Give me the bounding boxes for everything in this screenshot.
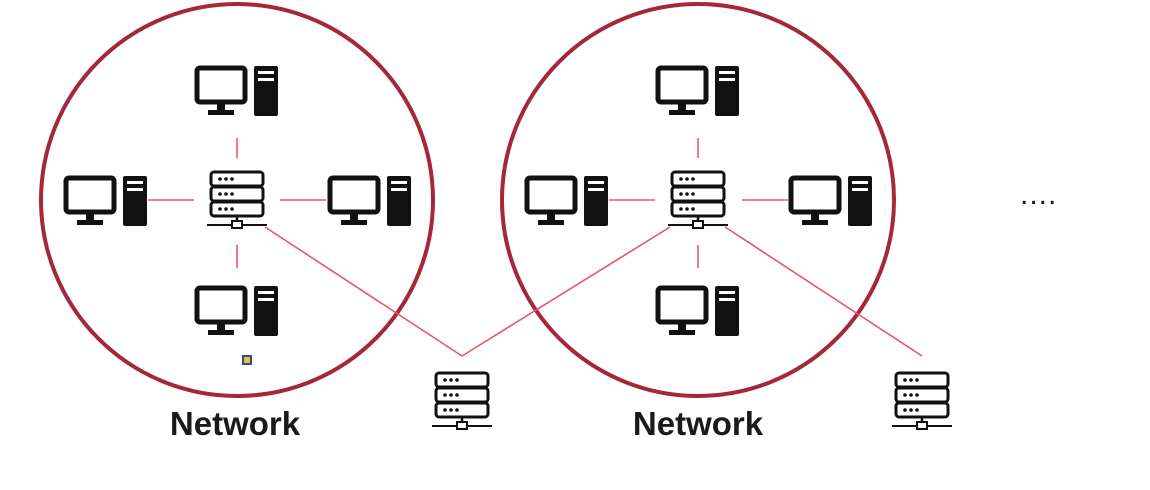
network-circle-right (500, 2, 896, 398)
right-network-links (609, 138, 788, 268)
server-icon-right-hub (666, 170, 730, 230)
computer-icon-left-west (66, 176, 147, 226)
network-label-left: Network (169, 405, 301, 442)
computer-icon-left-bottom (197, 286, 278, 336)
left-network-links (148, 138, 326, 268)
network-label-right: Network (632, 405, 764, 442)
computer-icon-right-east (791, 176, 872, 226)
server-icon-router-middle (430, 371, 494, 431)
computer-icon-right-bottom (658, 286, 739, 336)
cursor-artifact-icon (242, 355, 252, 365)
server-icon-router-right (890, 371, 954, 431)
network-circle-left (39, 2, 435, 398)
computer-icon-right-top (658, 66, 739, 116)
computer-icon-left-top (197, 66, 278, 116)
inter-network-links (264, 226, 923, 357)
computer-icon-left-east (330, 176, 411, 226)
continuation-ellipsis: .... (1020, 178, 1058, 211)
computer-icon-right-west (527, 176, 608, 226)
server-icon-left-hub (205, 170, 269, 230)
